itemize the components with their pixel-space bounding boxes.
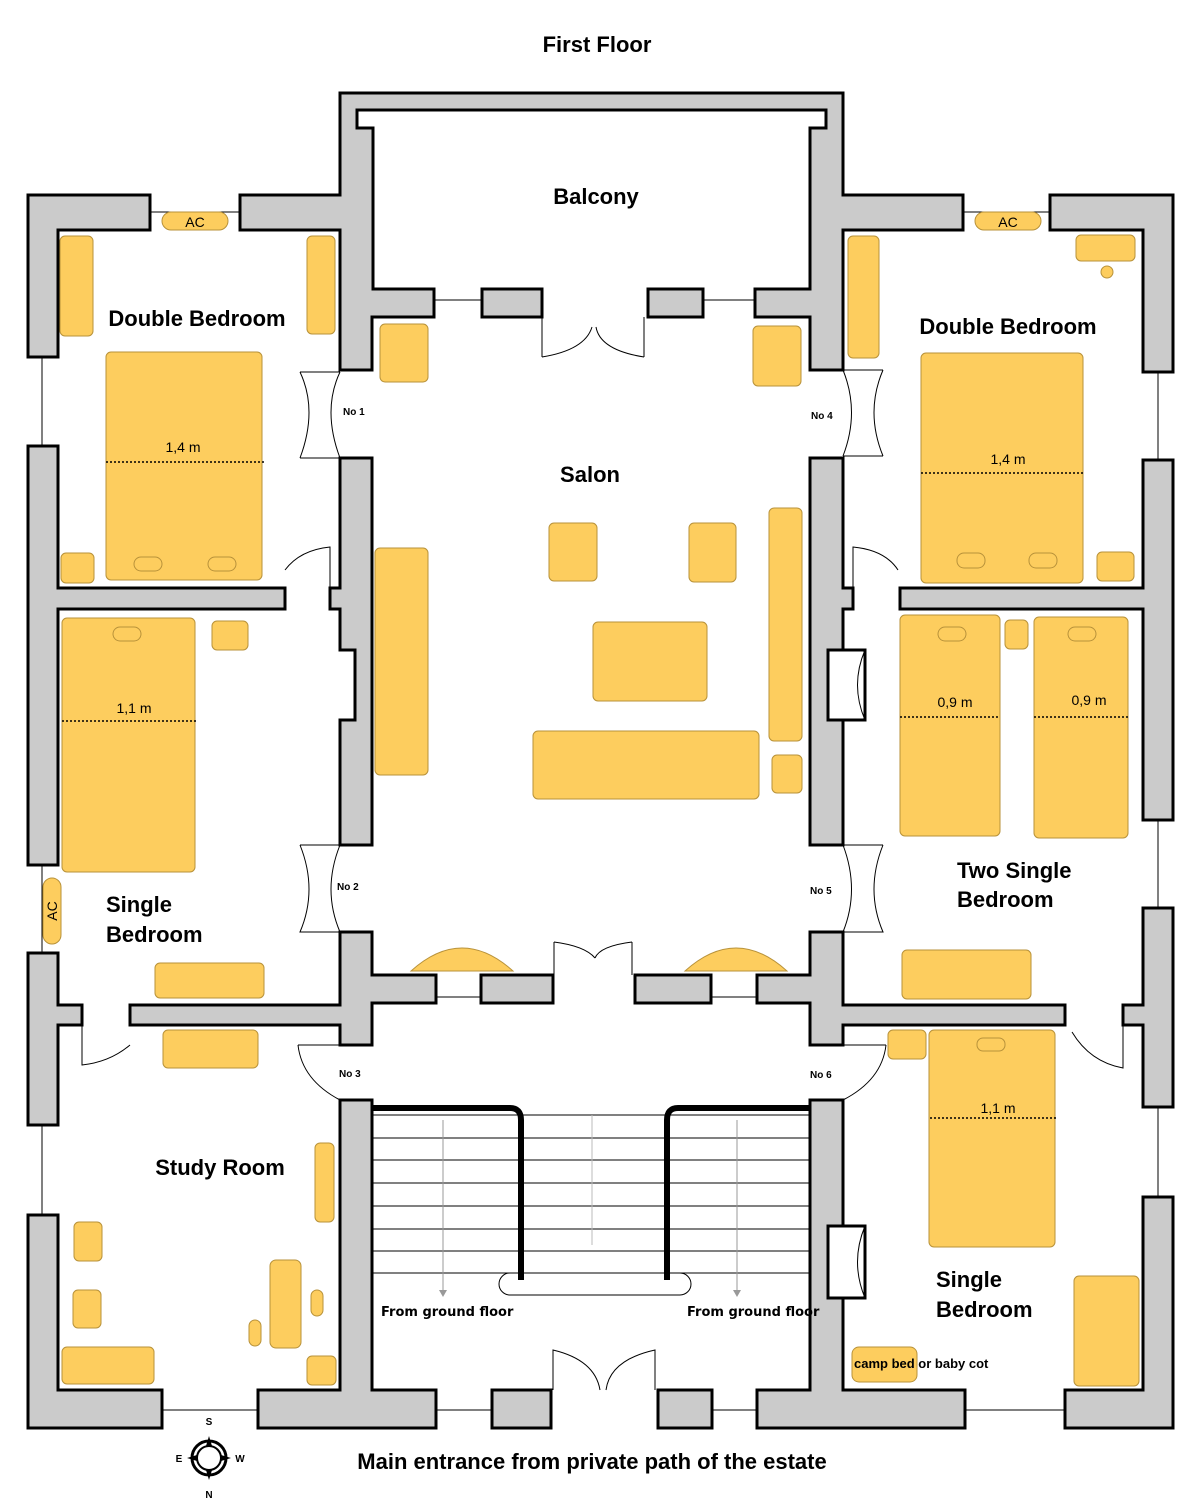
dimension-lines [62,461,1130,1119]
door-label-no3: No 3 [339,1069,361,1080]
twin-bed-1 [899,614,1001,837]
walls [26,91,1175,1430]
camp-bed-rest: or baby cot [915,1356,989,1371]
label-double-bedroom-right: Double Bedroom [919,314,1096,339]
dim-left-single-bed: 1,1 m [116,700,151,716]
single-bed-right [928,1029,1056,1248]
dim-twin-bed-2: 0,9 m [1071,692,1106,708]
ac-unit-left-top [161,211,229,231]
ac-label-left-side: AC [44,901,60,920]
doors [81,317,1124,1391]
label-single-bedroom-left: Single [106,892,172,917]
double-bed-right [920,352,1084,584]
stairs-label-left: From ground floor [381,1305,514,1320]
compass-n: N [205,1490,212,1501]
twin-bed-2 [1033,616,1129,839]
compass-e: E [176,1454,183,1465]
door-label-no1: No 1 [343,407,365,418]
compass-icon: S N E W [176,1417,246,1501]
label-study-room: Study Room [155,1155,285,1180]
dim-left-double-bed: 1,4 m [165,439,200,455]
label-double-bedroom-left: Double Bedroom [108,306,285,331]
door-label-no5: No 5 [810,886,832,897]
camp-bed [851,1346,918,1383]
label-two-single-bedroom-2: Bedroom [957,887,1054,912]
label-single-bedroom-left-2: Bedroom [106,922,203,947]
camp-bed-note: camp bed or baby cot [854,1356,989,1371]
ac-unit-left-side [42,877,62,945]
label-salon: Salon [560,462,620,487]
ac-unit-right-top [974,211,1042,231]
label-single-bedroom-right: Single [936,1267,1002,1292]
door-label-no4: No 4 [811,411,833,422]
label-balcony: Balcony [553,184,639,209]
compass-s: S [206,1417,213,1428]
single-bed-left [61,617,196,873]
stairs-label-right: From ground floor [687,1305,820,1320]
door-label-no6: No 6 [810,1070,832,1081]
ac-label-left-top: AC [185,214,204,230]
camp-bed-highlight: camp bed [854,1356,915,1371]
dim-right-double-bed: 1,4 m [990,451,1025,467]
entrance-caption: Main entrance from private path of the e… [357,1449,826,1474]
double-bed-left [105,351,263,581]
plan-title: First Floor [543,32,652,57]
staircase [372,1105,810,1297]
compass-w: W [235,1454,245,1465]
dim-twin-bed-1: 0,9 m [937,694,972,710]
door-label-no2: No 2 [337,882,359,893]
label-two-single-bedroom: Two Single [957,858,1071,883]
ac-label-right-top: AC [998,214,1017,230]
label-single-bedroom-right-2: Bedroom [936,1297,1033,1322]
window-lines [41,211,1159,1411]
furniture [42,211,1140,1387]
dim-right-single-bed: 1,1 m [980,1100,1015,1116]
